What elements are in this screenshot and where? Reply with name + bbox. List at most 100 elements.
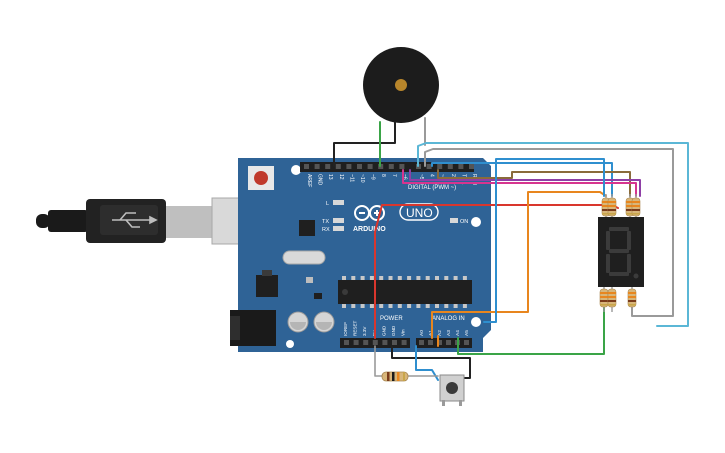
led-l-label: L — [326, 201, 329, 207]
power-pin-label: Vin — [401, 329, 406, 336]
resistor-pulldown[interactable] — [381, 371, 409, 382]
power-pin-hole[interactable] — [392, 340, 397, 345]
rx-label: RX — [322, 227, 330, 233]
button-cap[interactable] — [446, 382, 458, 394]
segments — [606, 227, 639, 279]
led-rx — [333, 226, 344, 231]
digital-pin-label: GND — [317, 174, 323, 186]
power-pin-label: GND — [381, 325, 386, 336]
wire-gray[interactable] — [424, 148, 674, 317]
tx-label: TX — [322, 219, 329, 225]
analog-pin-label: A5 — [464, 330, 470, 336]
usb-cable-strain — [48, 210, 88, 232]
analog-pin-hole[interactable] — [464, 340, 469, 345]
digital-pin-hole[interactable] — [346, 164, 352, 169]
power-pin-label: RESET — [353, 320, 358, 336]
led-l — [333, 200, 344, 205]
wire-purple[interactable] — [409, 169, 641, 197]
wire-black-button[interactable] — [391, 345, 471, 379]
digital-pin-label: AREF — [306, 174, 312, 187]
wire-cyan-button[interactable] — [415, 345, 439, 381]
digital-pin-label: 12 — [338, 174, 344, 180]
analog-pin-hole[interactable] — [437, 340, 442, 345]
power-pin-hole[interactable] — [353, 340, 359, 345]
mounting-hole — [471, 317, 481, 327]
digital-pin-hole[interactable] — [469, 164, 474, 169]
digital-pin-label: 13 — [327, 174, 333, 180]
piezo-buzzer[interactable] — [363, 47, 439, 123]
digital-pin-hole[interactable] — [367, 164, 373, 169]
power-pin-hole[interactable] — [401, 340, 407, 345]
digital-pin-hole[interactable] — [304, 164, 309, 169]
crystal — [282, 250, 326, 265]
power-pin-hole[interactable] — [382, 340, 388, 345]
analog-pin-hole[interactable] — [446, 340, 451, 345]
digital-pin-hole[interactable] — [458, 164, 464, 169]
wire-brown[interactable] — [437, 169, 631, 197]
power-pin-hole[interactable] — [344, 340, 349, 345]
resistor[interactable] — [607, 194, 617, 220]
resistor[interactable] — [627, 284, 637, 312]
digital-pin-label: ~5 — [418, 174, 424, 180]
power-pin-hole[interactable] — [372, 340, 378, 345]
wire-pink[interactable] — [402, 169, 637, 197]
wire-blue-analog[interactable] — [483, 158, 605, 323]
digital-pin-hole[interactable] — [388, 164, 394, 169]
wire-black[interactable] — [333, 121, 396, 167]
analog-pin-hole[interactable] — [419, 340, 424, 345]
led-on — [450, 218, 458, 223]
power-pin-label: 3.3V — [362, 326, 367, 336]
analog-pin-label: A4 — [455, 330, 461, 336]
voltage-regulator — [256, 275, 278, 297]
on-label: ON — [460, 219, 468, 225]
analog-pin-label: A0 — [419, 330, 425, 336]
digital-pin-hole[interactable] — [357, 164, 362, 169]
digital-pin-label: 4 — [429, 174, 435, 177]
reset-button-cap[interactable] — [254, 171, 268, 185]
smd-component — [314, 293, 322, 299]
digital-pin-hole[interactable] — [426, 164, 432, 169]
analog-pin-label: A2 — [437, 330, 443, 336]
model-label: UNO — [406, 206, 433, 220]
digital-pin-label: 8 — [380, 174, 386, 177]
arduino-logo-icon — [354, 205, 385, 221]
push-button[interactable] — [439, 374, 465, 406]
mounting-hole — [471, 217, 481, 227]
resistor[interactable] — [599, 284, 609, 312]
digital-pin-hole[interactable] — [325, 164, 331, 169]
digital-pin-hole[interactable] — [437, 164, 443, 169]
analog-pin-hole[interactable] — [428, 340, 433, 345]
wire-green-bottom[interactable] — [457, 301, 605, 355]
wires — [333, 117, 689, 381]
analog-label: ANALOG IN — [432, 316, 465, 322]
digital-label: DIGITAL (PWM ~) — [408, 185, 456, 191]
usb-cable-end — [36, 214, 50, 228]
digital-pin-label: 2 — [450, 174, 456, 177]
digital-pin-label: ~6 — [401, 174, 407, 180]
digital-pin-hole[interactable] — [335, 164, 341, 169]
usb-symbol-icon — [112, 212, 158, 228]
digital-pin-hole[interactable] — [314, 164, 320, 169]
digital-pin-hole[interactable] — [447, 164, 453, 169]
mounting-hole — [291, 165, 301, 175]
power-pin-label: GND — [391, 325, 396, 336]
digital-pin-label: ~10 — [359, 174, 365, 183]
digital-pin-label: ~9 — [370, 174, 376, 180]
buzzer-center — [395, 79, 407, 91]
resistor[interactable] — [607, 284, 617, 312]
digital-pin-label: 7 — [391, 174, 397, 177]
wire-orange[interactable] — [431, 191, 607, 339]
power-pin-hole[interactable] — [363, 340, 369, 345]
seven-segment-display[interactable] — [598, 217, 644, 287]
led-tx — [333, 218, 344, 223]
usb-plug-metal — [166, 206, 212, 238]
digital-pin-hole[interactable] — [399, 164, 405, 169]
resistor[interactable] — [631, 194, 641, 220]
digital-pin-label: ~3 — [439, 174, 445, 180]
power-pin-label: IOREF — [343, 322, 348, 336]
usb-chip — [299, 220, 315, 236]
wire-cyan[interactable] — [417, 142, 689, 327]
analog-header — [416, 338, 472, 348]
